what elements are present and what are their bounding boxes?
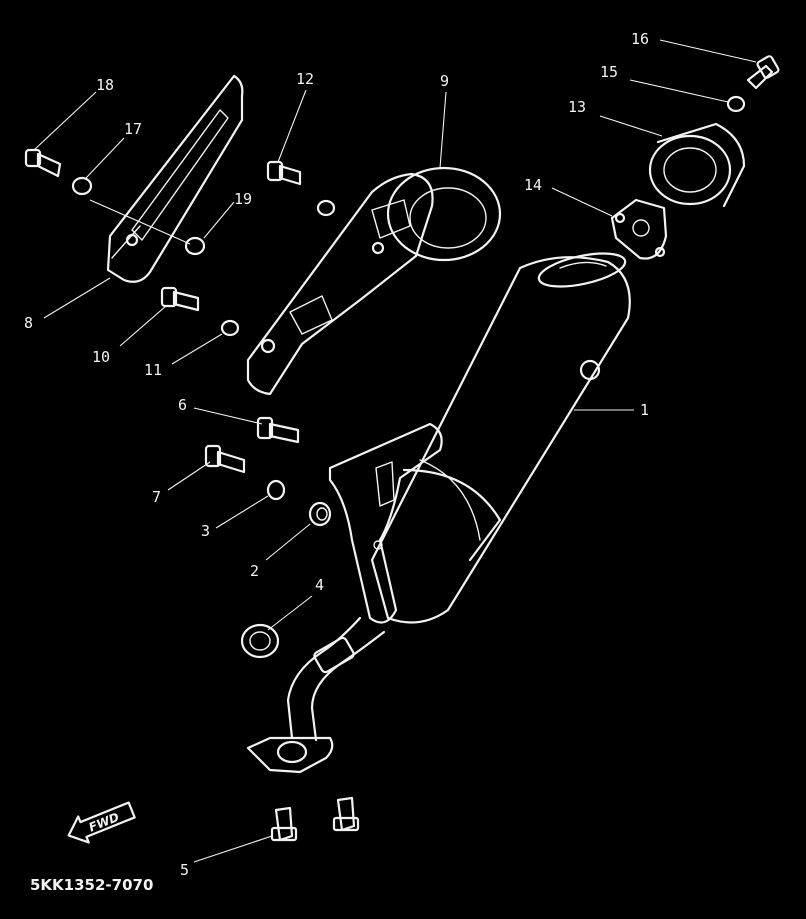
bolt-part-5 — [270, 796, 360, 842]
tail-cap-part-13 — [648, 122, 746, 208]
screw-part-16 — [746, 55, 780, 90]
callout-11: 11 — [144, 361, 162, 379]
callout-18: 18 — [96, 76, 114, 94]
forward-arrow-icon: FWD — [67, 801, 136, 844]
callout-15: 15 — [600, 63, 618, 81]
washer-part-11 — [220, 319, 240, 337]
callout-9: 9 — [440, 72, 449, 90]
bolt-part-6 — [256, 416, 300, 444]
callout-12: 12 — [296, 70, 314, 88]
collar-part-3 — [266, 479, 286, 501]
washer-part-15 — [726, 95, 746, 113]
washer-part-19 — [184, 236, 206, 256]
drawing-code: 5KK1352-7070 — [30, 876, 153, 894]
callout-2: 2 — [250, 562, 259, 580]
callout-16: 16 — [631, 30, 649, 48]
leader-lines — [33, 39, 757, 863]
callout-10: 10 — [92, 348, 110, 366]
callout-4: 4 — [315, 576, 324, 594]
callout-6: 6 — [178, 396, 187, 414]
callout-7: 7 — [152, 488, 161, 506]
callout-labels: 1 2 3 4 5 6 7 8 9 10 11 12 13 14 15 16 1… — [24, 30, 649, 879]
protector-part-9 — [246, 166, 502, 396]
washer-near-part-12 — [316, 199, 336, 217]
exhaust-pipe — [246, 616, 386, 774]
gasket-part-4 — [240, 623, 280, 659]
bolt-part-7 — [204, 444, 246, 474]
callout-14: 14 — [524, 176, 542, 194]
callout-19: 19 — [234, 190, 252, 208]
callout-17: 17 — [124, 120, 142, 138]
bolt-part-10 — [160, 286, 200, 312]
callout-13: 13 — [568, 98, 586, 116]
heat-shield-part-8 — [106, 74, 244, 283]
muffler-bracket — [328, 422, 443, 624]
callout-5: 5 — [180, 861, 189, 879]
callout-3: 3 — [201, 522, 210, 540]
screw-part-18 — [24, 148, 62, 178]
callout-8: 8 — [24, 314, 33, 332]
washer-part-17 — [71, 176, 93, 196]
flange-part-14 — [610, 198, 668, 260]
callout-1: 1 — [640, 401, 649, 419]
collar-part-2 — [308, 501, 332, 527]
muffler-body-part — [370, 252, 631, 624]
bolt-part-12 — [266, 160, 302, 186]
